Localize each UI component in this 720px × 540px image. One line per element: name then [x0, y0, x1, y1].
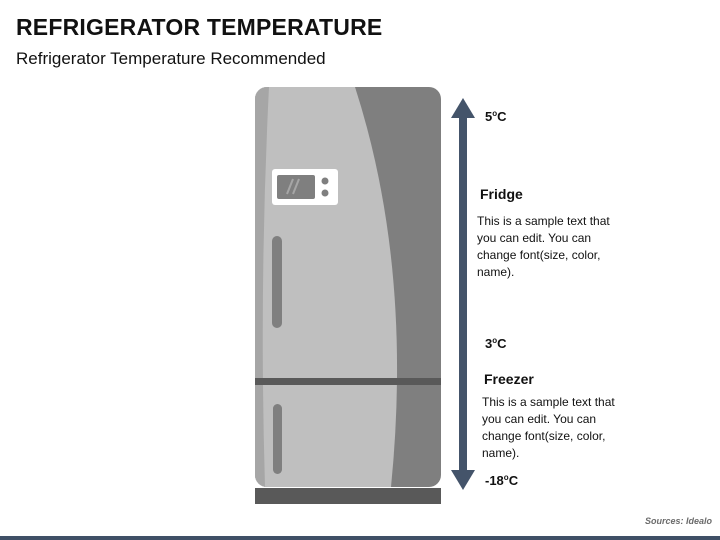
page-subtitle: Refrigerator Temperature Recommended	[16, 49, 326, 68]
freezer-handle	[273, 404, 282, 474]
control-knob-icon	[321, 177, 329, 185]
freezer-heading: Freezer	[484, 371, 534, 387]
refrigerator-illustration	[255, 87, 441, 504]
fridge-divider	[255, 378, 441, 385]
arrow-up-icon	[451, 98, 475, 118]
arrow-shaft	[459, 116, 467, 472]
temperature-range-arrow	[451, 98, 475, 490]
freezer-description: This is a sample text that you can edit.…	[482, 395, 615, 460]
fridge-door-shade	[255, 87, 269, 487]
temp-label-bottom: -18oC	[485, 473, 519, 488]
temp-label-top: 5oC	[485, 109, 507, 124]
bottom-accent-bar	[0, 536, 720, 540]
page-title: REFRIGERATOR TEMPERATURE	[16, 14, 383, 40]
fridge-description: This is a sample text that you can edit.…	[477, 214, 610, 279]
fridge-heading: Fridge	[480, 186, 523, 202]
control-panel	[272, 169, 338, 205]
fridge-base	[255, 488, 441, 504]
control-knob-icon	[321, 189, 329, 197]
temp-label-middle: 3oC	[485, 336, 507, 351]
source-note: Sources: Idealo	[644, 516, 712, 526]
fridge-handle	[272, 236, 282, 328]
arrow-down-icon	[451, 470, 475, 490]
